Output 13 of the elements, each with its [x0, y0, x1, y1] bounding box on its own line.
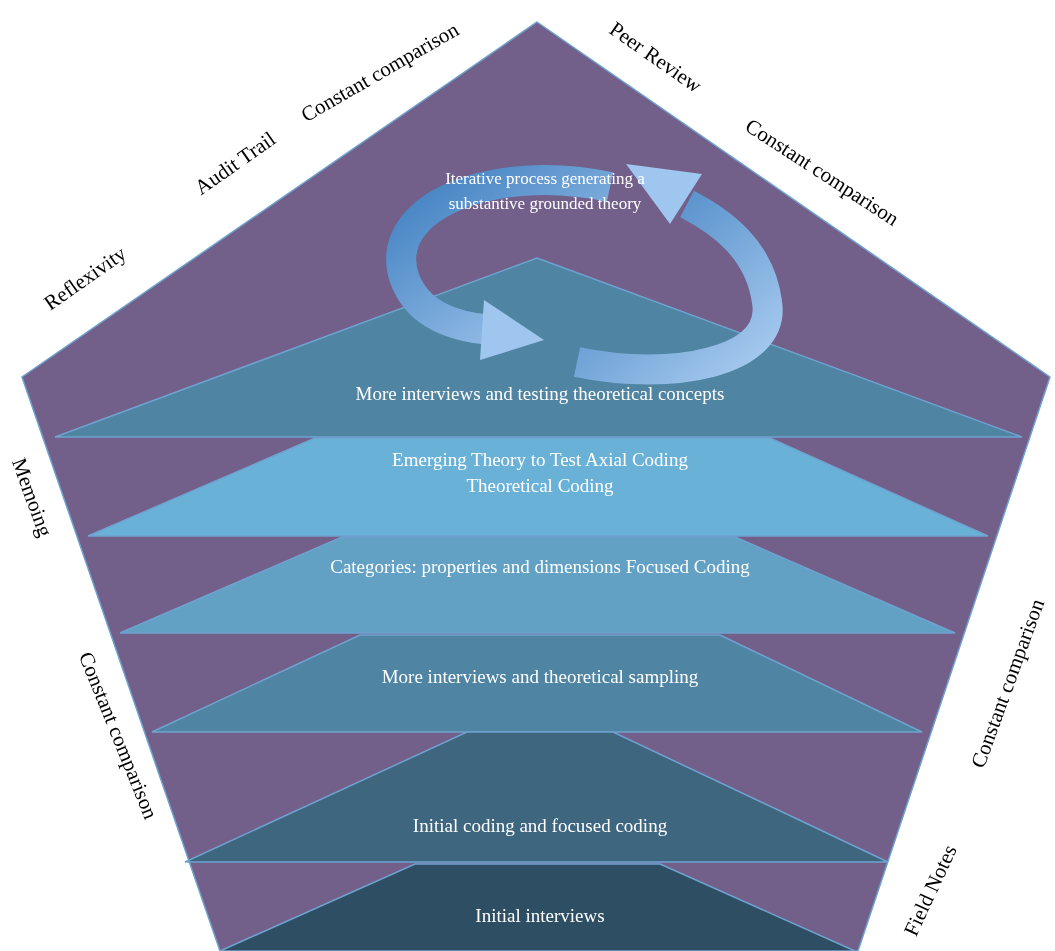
- trapezoid-band: [120, 537, 955, 633]
- band-label: Categories: properties and dimensions Focused Coding: [330, 555, 750, 579]
- trapezoid-band: [88, 438, 988, 536]
- band-label: Initial interviews: [474, 904, 606, 928]
- trapezoid-band: [185, 732, 888, 862]
- band-label: Emerging Theory to Test Axial Coding Theoretical Coding: [391, 448, 689, 498]
- band-label: More interviews and theoretical sampling: [380, 665, 700, 689]
- side-label: Field Notes: [898, 840, 963, 940]
- band-label: Initial coding and focused coding: [411, 814, 669, 838]
- trapezoid-band: [220, 864, 855, 951]
- band-label: More interviews and testing theoretical concepts: [354, 382, 726, 406]
- center-caption: Iterative process generating a substantive grounded theory: [444, 168, 646, 215]
- trapezoid-band: [152, 635, 922, 732]
